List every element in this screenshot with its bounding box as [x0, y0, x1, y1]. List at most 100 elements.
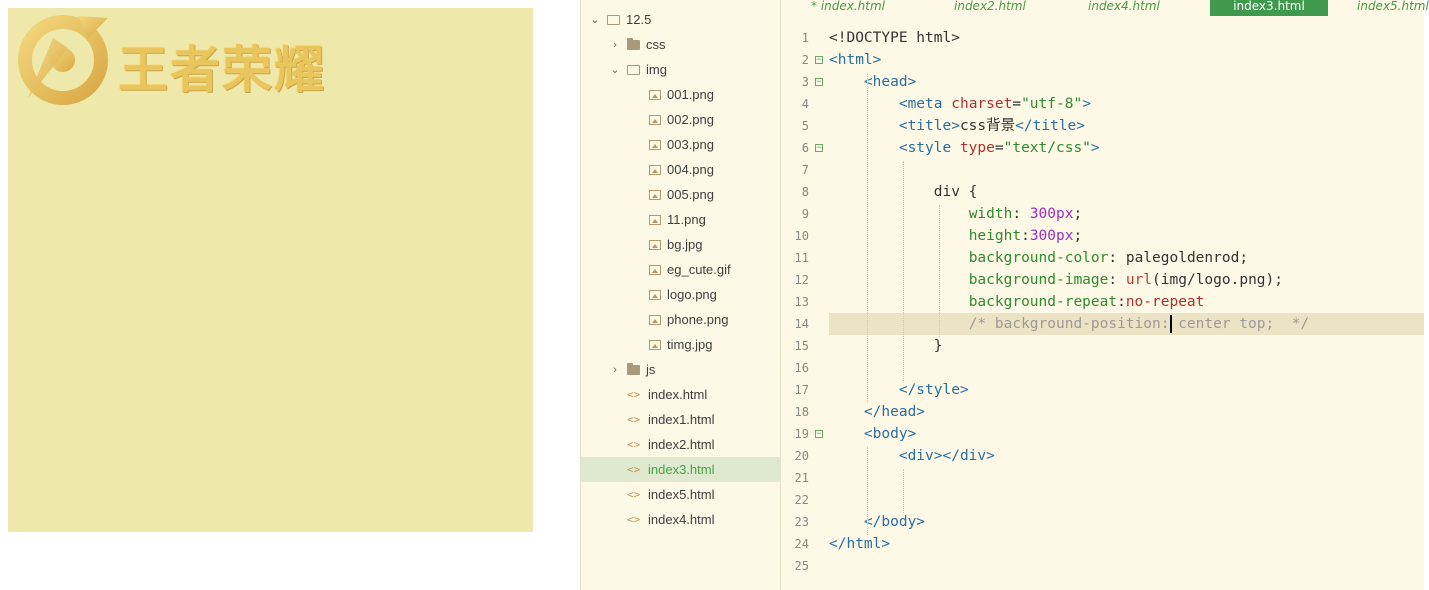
tree-item-001-png[interactable]: 001.png — [581, 82, 781, 107]
fold-toggle-icon[interactable]: − — [815, 77, 823, 87]
preview-div: 王者荣耀 — [8, 8, 533, 532]
tree-item-phone-png[interactable]: phone.png — [581, 307, 781, 332]
code-file-icon: <> — [627, 463, 641, 476]
code-line[interactable]: } — [829, 335, 1424, 357]
tree-item-003-png[interactable]: 003.png — [581, 132, 781, 157]
folder-open-icon — [627, 64, 640, 75]
code-line[interactable] — [829, 489, 1424, 511]
code-token: : — [1021, 228, 1030, 244]
tree-item-index3-html[interactable]: <> index3.html — [581, 457, 781, 482]
tab-index2-html[interactable]: index2.html — [954, 0, 1026, 13]
code-token: charset — [951, 96, 1013, 112]
tree-item-002-png[interactable]: 002.png — [581, 107, 781, 132]
code-line[interactable]: width: 300px; — [829, 203, 1424, 225]
code-line[interactable] — [829, 159, 1424, 181]
tree-item-js[interactable]: ›js — [581, 357, 781, 382]
tree-item-index1-html[interactable]: <>index1.html — [581, 407, 781, 432]
tab-index4-html[interactable]: index4.html — [1088, 0, 1160, 13]
code-line[interactable]: /* background-position: center top; */ — [829, 313, 1424, 335]
code-token: <head> — [863, 74, 917, 90]
code-token — [829, 316, 969, 332]
tree-item-004-png[interactable]: 004.png — [581, 157, 781, 182]
image-file-icon — [649, 189, 661, 200]
code-line[interactable]: <body> — [829, 423, 1424, 445]
line-number: 11 — [794, 251, 809, 265]
tree-item-logo-png[interactable]: logo.png — [581, 282, 781, 307]
tab-index5-html[interactable]: index5.html — [1357, 0, 1429, 13]
code-line[interactable]: div { — [829, 181, 1424, 203]
tree-item-index2-html[interactable]: <>index2.html — [581, 432, 781, 457]
code-line[interactable]: <title>css背景</title> — [829, 115, 1424, 137]
code-line[interactable]: <div></div> — [829, 445, 1424, 467]
code-line[interactable] — [829, 555, 1424, 577]
code-line[interactable]: </style> — [829, 379, 1424, 401]
tree-item-label: 005.png — [667, 187, 714, 202]
tree-root-folder[interactable]: ⌄ 12.5 — [581, 7, 781, 32]
tab-index3-html[interactable]: index3.html — [1210, 0, 1328, 16]
image-file-icon — [649, 139, 661, 150]
code-line[interactable]: <meta charset="utf-8"> — [829, 93, 1424, 115]
code-line[interactable]: <!DOCTYPE html> — [829, 27, 1424, 49]
tree-item-label: index3.html — [648, 462, 715, 477]
code-line[interactable]: <html> — [829, 49, 1424, 71]
fold-toggle-icon[interactable]: − — [815, 55, 823, 65]
image-file-icon — [649, 314, 661, 325]
tree-item-11-png[interactable]: 11.png — [581, 207, 781, 232]
code-token: </html> — [829, 536, 891, 552]
code-token: background-image — [968, 272, 1109, 288]
code-line[interactable]: </head> — [829, 401, 1424, 423]
tree-item-index-html[interactable]: <>index.html — [581, 382, 781, 407]
tree-item-bg-jpg[interactable]: bg.jpg — [581, 232, 781, 257]
code-token: <body> — [863, 426, 917, 442]
browser-preview: 王者荣耀 — [0, 0, 580, 590]
tree-item-timg-jpg[interactable]: timg.jpg — [581, 332, 781, 357]
chevron-right-icon[interactable]: › — [613, 363, 617, 376]
tab-index-html[interactable]: * index.html — [811, 0, 886, 13]
chevron-right-icon[interactable]: › — [613, 38, 617, 51]
code-token: <title> — [898, 118, 960, 134]
code-editor[interactable]: * index.html index2.html index4.html index3… — [781, 0, 1429, 590]
tree-item-eg-cute-gif[interactable]: eg_cute.gif — [581, 257, 781, 282]
code-line[interactable] — [829, 357, 1424, 379]
code-token: width — [968, 206, 1013, 222]
line-number: 18 — [794, 405, 809, 419]
code-line[interactable]: background-color: palegoldenrod; — [829, 247, 1424, 269]
code-token: <style — [898, 140, 960, 156]
code-line[interactable]: <style type="text/css"> — [829, 137, 1424, 159]
indent-guide — [903, 469, 904, 513]
tree-item-index4-html[interactable]: <>index4.html — [581, 507, 781, 532]
fold-toggle-icon[interactable]: − — [815, 429, 823, 439]
tree-item-label: 004.png — [667, 162, 714, 177]
code-line[interactable] — [829, 467, 1424, 489]
code-line[interactable]: </body> — [829, 511, 1424, 533]
tree-item-label: 002.png — [667, 112, 714, 127]
line-number: 17 — [794, 383, 809, 397]
code-token — [829, 250, 969, 266]
tree-item-label: img — [646, 62, 667, 77]
code-line[interactable]: background-image: url(img/logo.png); — [829, 269, 1424, 291]
code-token — [829, 96, 899, 112]
tree-item-label: eg_cute.gif — [667, 262, 731, 277]
code-token: "utf-8" — [1021, 96, 1083, 112]
code-line[interactable]: </html> — [829, 533, 1424, 555]
chevron-down-icon[interactable]: ⌄ — [610, 64, 620, 76]
line-number: 23 — [794, 515, 809, 529]
code-file-icon: <> — [627, 438, 641, 451]
tree-item-005-png[interactable]: 005.png — [581, 182, 781, 207]
code-token: </body> — [863, 514, 926, 530]
code-line[interactable]: <head> — [829, 71, 1424, 93]
tree-item-css[interactable]: › css — [581, 32, 781, 57]
tree-item-label: css — [646, 37, 666, 52]
fold-toggle-icon[interactable]: − — [815, 143, 823, 153]
code-token: : — [1012, 206, 1030, 222]
tree-item-index5-html[interactable]: <>index5.html — [581, 482, 781, 507]
code-line[interactable]: background-repeat:no-repeat — [829, 291, 1424, 313]
tree-item-label: index.html — [648, 387, 708, 402]
chevron-down-icon[interactable]: ⌄ — [590, 14, 600, 26]
text-cursor — [1170, 315, 1172, 333]
image-file-icon — [649, 89, 661, 100]
tree-item-img[interactable]: ⌄ img — [581, 57, 781, 82]
indent-guide — [867, 447, 868, 535]
line-number: 5 — [801, 119, 809, 133]
code-line[interactable]: height:300px; — [829, 225, 1424, 247]
